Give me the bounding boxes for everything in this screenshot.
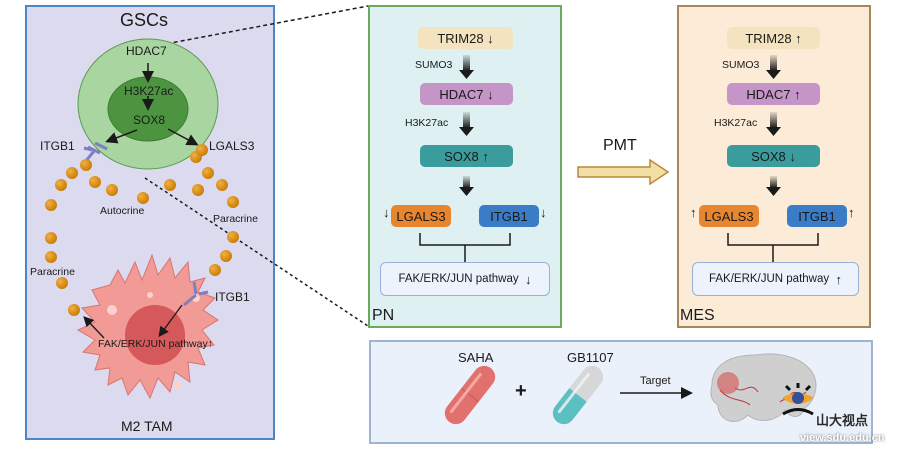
up-arrow-icon: ↑ [835, 271, 843, 287]
pn-lgals3-node: LGALS3 [391, 205, 451, 227]
node-label: SOX8 [444, 148, 479, 164]
zoom-line-bottom [144, 177, 369, 327]
ligand-dot [220, 250, 232, 262]
watermark-url: view.sdu.edu.cn [800, 432, 885, 444]
pn-sox8-node: SOX8 ↑ [420, 145, 513, 167]
tam-pathway-text: FAK/ERK/JUN pathway [98, 338, 208, 350]
ligand-dot [227, 231, 239, 243]
mes-lgals3-arrow: ↑ [690, 205, 697, 220]
gsc-title: GSCs [120, 10, 169, 30]
gb1107-pill-icon [552, 365, 604, 425]
mes-sox8-node: SOX8 ↓ [727, 145, 820, 167]
itgb1-tam-label: ITGB1 [215, 290, 250, 304]
ligand-dot [66, 167, 78, 179]
mes-pathway-box: FAK/ERK/JUN pathway ↑ [692, 262, 859, 296]
pn-lgals3-arrow: ↓ [383, 205, 390, 220]
pn-h3k27ac-label: H3K27ac [405, 117, 449, 129]
down-arrow-icon: ↓ [525, 271, 532, 287]
plus-sign: + [515, 380, 527, 402]
pn-pathway-box: FAK/ERK/JUN pathway ↓ [380, 262, 550, 296]
ligand-dot [216, 179, 228, 191]
ligand-dot [45, 251, 57, 263]
target-label: Target [640, 375, 671, 387]
pn-itgb1-node: ITGB1 [479, 205, 539, 227]
hdac7-label: HDAC7 [126, 44, 167, 58]
zoom-line-top [159, 5, 369, 46]
mes-hdac7-node: HDAC7 ↑ [727, 83, 820, 105]
node-label: TRIM28 [745, 30, 792, 46]
paracrine-left-label: Paracrine [30, 266, 75, 278]
brain-icon [710, 353, 817, 423]
up-arrow-icon: ↑ [794, 86, 801, 102]
pn-sumo3-label: SUMO3 [415, 59, 453, 71]
node-label: SOX8 [751, 148, 786, 164]
ligand-dot [45, 232, 57, 244]
mes-trim28-node: TRIM28 ↑ [727, 27, 820, 49]
ligand-dot [192, 184, 204, 196]
mes-itgb1-node: ITGB1 [787, 205, 847, 227]
mes-arrows [727, 55, 819, 262]
down-arrow-icon: ↓ [487, 86, 494, 102]
pn-itgb1-arrow: ↓ [540, 205, 547, 220]
ligand-dots [45, 144, 239, 316]
mes-label: MES [680, 307, 715, 324]
ligand-dot [68, 304, 80, 316]
mes-h3k27ac-label: H3K27ac [714, 117, 758, 129]
node-label: HDAC7 [746, 86, 791, 102]
pn-arrows [419, 55, 511, 262]
node-label: HDAC7 [439, 86, 484, 102]
sox8-label: SOX8 [133, 113, 166, 127]
up-arrow-icon: ↑ [482, 148, 489, 164]
pn-hdac7-node: HDAC7 ↓ [420, 83, 513, 105]
h3k27ac-label: H3K27ac [124, 84, 174, 98]
down-arrow-icon: ↓ [789, 148, 796, 164]
up-arrow-icon: ↑ [207, 338, 213, 350]
watermark-text: 山大视点 [816, 413, 869, 428]
ligand-dot [196, 144, 208, 156]
tam-pathway-label: FAK/ERK/JUN pathway↑ [98, 338, 213, 350]
ligand-dot [89, 176, 101, 188]
ligand-dot [227, 196, 239, 208]
ligand-dot [55, 179, 67, 191]
saha-pill-icon [444, 365, 496, 425]
pmt-label: PMT [603, 137, 637, 154]
up-arrow-icon: ↑ [795, 30, 802, 46]
itgb1-receptor-tam-icon [183, 281, 209, 307]
node-label: TRIM28 [437, 30, 484, 46]
pathway-label: FAK/ERK/JUN pathway [398, 273, 519, 285]
itgb1-label: ITGB1 [40, 139, 75, 153]
ligand-dot [202, 167, 214, 179]
gb1107-label: GB1107 [567, 350, 614, 365]
paracrine-right-label: Paracrine [213, 213, 258, 225]
ligand-dot [137, 192, 149, 204]
pn-label: PN [372, 307, 395, 324]
pathway-label: FAK/ERK/JUN pathway [708, 273, 830, 285]
mes-lgals3-node: LGALS3 [699, 205, 759, 227]
pmt-arrow [577, 158, 670, 186]
ligand-dot [56, 277, 68, 289]
autocrine-label: Autocrine [100, 205, 145, 217]
ligand-dot [164, 179, 176, 191]
mes-itgb1-arrow: ↑ [848, 205, 855, 220]
ligand-dot [80, 159, 92, 171]
down-arrow-icon: ↓ [487, 30, 494, 46]
lgals3-label: LGALS3 [209, 139, 255, 153]
saha-label: SAHA [458, 350, 494, 365]
ligand-dot [209, 264, 221, 276]
watermark-logo-icon [782, 383, 814, 416]
ligand-dot [106, 184, 118, 196]
tam-nucleus [125, 305, 185, 365]
ligand-dot [45, 199, 57, 211]
mes-sumo3-label: SUMO3 [722, 59, 760, 71]
pn-trim28-node: TRIM28 ↓ [418, 27, 513, 49]
m2-tam-label: M2 TAM [121, 418, 173, 434]
